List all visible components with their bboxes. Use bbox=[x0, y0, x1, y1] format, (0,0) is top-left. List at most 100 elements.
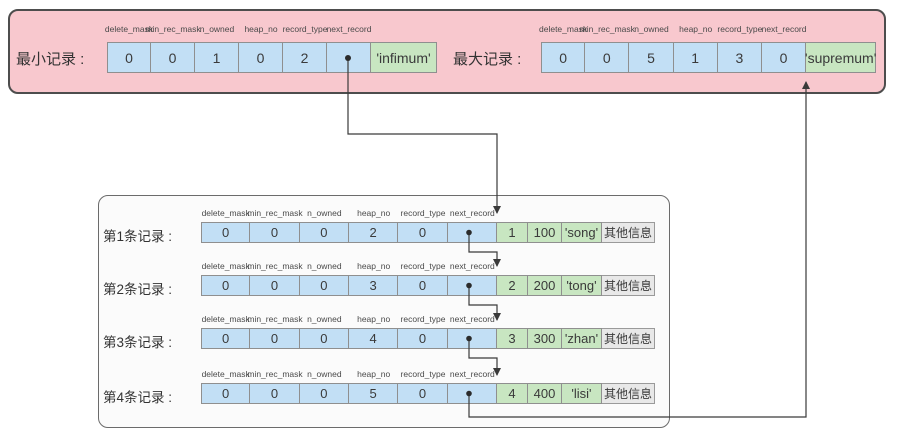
cell-delete-mask: 0 bbox=[201, 383, 251, 404]
cell-min-rec-mask: 0 bbox=[250, 383, 300, 404]
cell-col2: 200 bbox=[527, 275, 562, 296]
field-header-next-record: next_record bbox=[449, 369, 495, 379]
cell-n-owned: 0 bbox=[299, 275, 349, 296]
field-header-next-record: next_record bbox=[761, 24, 807, 34]
field-header-record-type: record_type bbox=[282, 24, 328, 34]
cell-heap-no: 2 bbox=[348, 222, 399, 243]
cell-n-owned: 0 bbox=[299, 328, 349, 349]
cell-min-rec-mask: 0 bbox=[250, 222, 300, 243]
field-header-next-record: next_record bbox=[449, 314, 495, 324]
cell-min-rec-mask: 0 bbox=[250, 328, 300, 349]
cell-record-type: 0 bbox=[398, 328, 448, 349]
field-header-n-owned: n_owned bbox=[307, 314, 342, 324]
cell-col3: 'tong' bbox=[561, 275, 602, 296]
cell-delete-mask: 0 bbox=[107, 42, 151, 73]
field-header-min-rec-mask: min_rec_mask bbox=[247, 208, 303, 218]
cell-next-record bbox=[447, 328, 497, 349]
record-2-cells: 0 0 0 3 0 2 200 'tong' 其他信息 bbox=[201, 275, 655, 296]
record-3-label: 第3条记录 : bbox=[103, 335, 173, 350]
field-header-delete-mask: delete_mask bbox=[201, 314, 250, 324]
cell-col3: 'song' bbox=[561, 222, 602, 243]
cell-record-name: 'supremum' bbox=[805, 42, 876, 73]
field-header-next-record: next_record bbox=[449, 208, 495, 218]
field-header-n-owned: n_owned bbox=[307, 261, 342, 271]
field-header-heap-no: heap_no bbox=[357, 261, 391, 271]
cell-record-type: 0 bbox=[398, 275, 448, 296]
field-header-delete-mask: delete_mask bbox=[201, 208, 250, 218]
field-header-min-rec-mask: min_rec_mask bbox=[579, 24, 635, 34]
record-1-label: 第1条记录 : bbox=[103, 229, 173, 244]
field-header-delete-mask: delete_mask bbox=[201, 369, 250, 379]
max-record-field-headers: delete_mask min_rec_mask n_owned heap_no… bbox=[539, 24, 807, 34]
cell-heap-no: 0 bbox=[239, 42, 283, 73]
field-header-record-type: record_type bbox=[400, 369, 446, 379]
field-header-min-rec-mask: min_rec_mask bbox=[247, 314, 303, 324]
cell-col2: 100 bbox=[527, 222, 562, 243]
field-header-record-type: record_type bbox=[717, 24, 763, 34]
cell-delete-mask: 0 bbox=[541, 42, 586, 73]
cell-n-owned: 5 bbox=[629, 42, 674, 73]
field-header-delete-mask: delete_mask bbox=[104, 24, 154, 34]
cell-col2: 300 bbox=[527, 328, 562, 349]
field-header-heap-no: heap_no bbox=[357, 314, 391, 324]
cell-next-record bbox=[447, 275, 497, 296]
cell-record-name: 'infimum' bbox=[371, 42, 437, 73]
cell-other-info: 其他信息 bbox=[601, 222, 655, 243]
record-4-field-headers: delete_mask min_rec_mask n_owned heap_no… bbox=[201, 369, 497, 379]
cell-record-type: 0 bbox=[398, 383, 448, 404]
cell-pk: 3 bbox=[496, 328, 528, 349]
field-header-heap-no: heap_no bbox=[357, 208, 391, 218]
cell-other-info: 其他信息 bbox=[601, 383, 655, 404]
record-1-field-headers: delete_mask min_rec_mask n_owned heap_no… bbox=[201, 208, 497, 218]
cell-next-record bbox=[327, 42, 371, 73]
cell-heap-no: 1 bbox=[673, 42, 718, 73]
field-header-record-type: record_type bbox=[400, 314, 446, 324]
field-header-next-record: next_record bbox=[326, 24, 372, 34]
field-header-delete-mask: delete_mask bbox=[201, 261, 250, 271]
cell-min-rec-mask: 0 bbox=[585, 42, 630, 73]
record-2-label: 第2条记录 : bbox=[103, 282, 173, 297]
field-header-next-record: next_record bbox=[449, 261, 495, 271]
cell-pk: 1 bbox=[496, 222, 528, 243]
cell-heap-no: 3 bbox=[348, 275, 399, 296]
cell-n-owned: 1 bbox=[195, 42, 239, 73]
cell-min-rec-mask: 0 bbox=[151, 42, 195, 73]
field-header-n-owned: n_owned bbox=[307, 369, 342, 379]
cell-next-record bbox=[447, 383, 497, 404]
cell-delete-mask: 0 bbox=[201, 222, 251, 243]
record-2-field-headers: delete_mask min_rec_mask n_owned heap_no… bbox=[201, 261, 497, 271]
max-record-label: 最大记录 : bbox=[453, 51, 522, 68]
field-header-record-type: record_type bbox=[400, 261, 446, 271]
cell-min-rec-mask: 0 bbox=[250, 275, 300, 296]
cell-col3: 'lisi' bbox=[561, 383, 602, 404]
cell-heap-no: 4 bbox=[348, 328, 399, 349]
min-record-label: 最小记录 : bbox=[16, 51, 85, 68]
record-3-field-headers: delete_mask min_rec_mask n_owned heap_no… bbox=[201, 314, 497, 324]
field-header-delete-mask: delete_mask bbox=[539, 24, 588, 34]
cell-pk: 2 bbox=[496, 275, 528, 296]
cell-n-owned: 0 bbox=[299, 383, 349, 404]
min-record-cells: 0 0 1 0 2 'infimum' bbox=[107, 42, 437, 73]
field-header-min-rec-mask: min_rec_mask bbox=[145, 24, 201, 34]
cell-delete-mask: 0 bbox=[201, 275, 251, 296]
cell-next-record: 0 bbox=[761, 42, 807, 73]
cell-heap-no: 5 bbox=[348, 383, 399, 404]
cell-other-info: 其他信息 bbox=[601, 275, 655, 296]
field-header-n-owned: n_owned bbox=[199, 24, 235, 34]
cell-record-type: 2 bbox=[283, 42, 327, 73]
field-header-heap-no: heap_no bbox=[679, 24, 713, 34]
field-header-min-rec-mask: min_rec_mask bbox=[247, 369, 303, 379]
cell-n-owned: 0 bbox=[299, 222, 349, 243]
field-header-heap-no: heap_no bbox=[244, 24, 278, 34]
cell-delete-mask: 0 bbox=[201, 328, 251, 349]
record-3-cells: 0 0 0 4 0 3 300 'zhan' 其他信息 bbox=[201, 328, 655, 349]
cell-next-record bbox=[447, 222, 497, 243]
record-1-cells: 0 0 0 2 0 1 100 'song' 其他信息 bbox=[201, 222, 655, 243]
cell-record-type: 0 bbox=[398, 222, 448, 243]
min-record-field-headers: delete_mask min_rec_mask n_owned heap_no… bbox=[104, 24, 372, 34]
field-header-n-owned: n_owned bbox=[307, 208, 342, 218]
cell-col2: 400 bbox=[527, 383, 562, 404]
cell-other-info: 其他信息 bbox=[601, 328, 655, 349]
cell-col3: 'zhan' bbox=[561, 328, 602, 349]
